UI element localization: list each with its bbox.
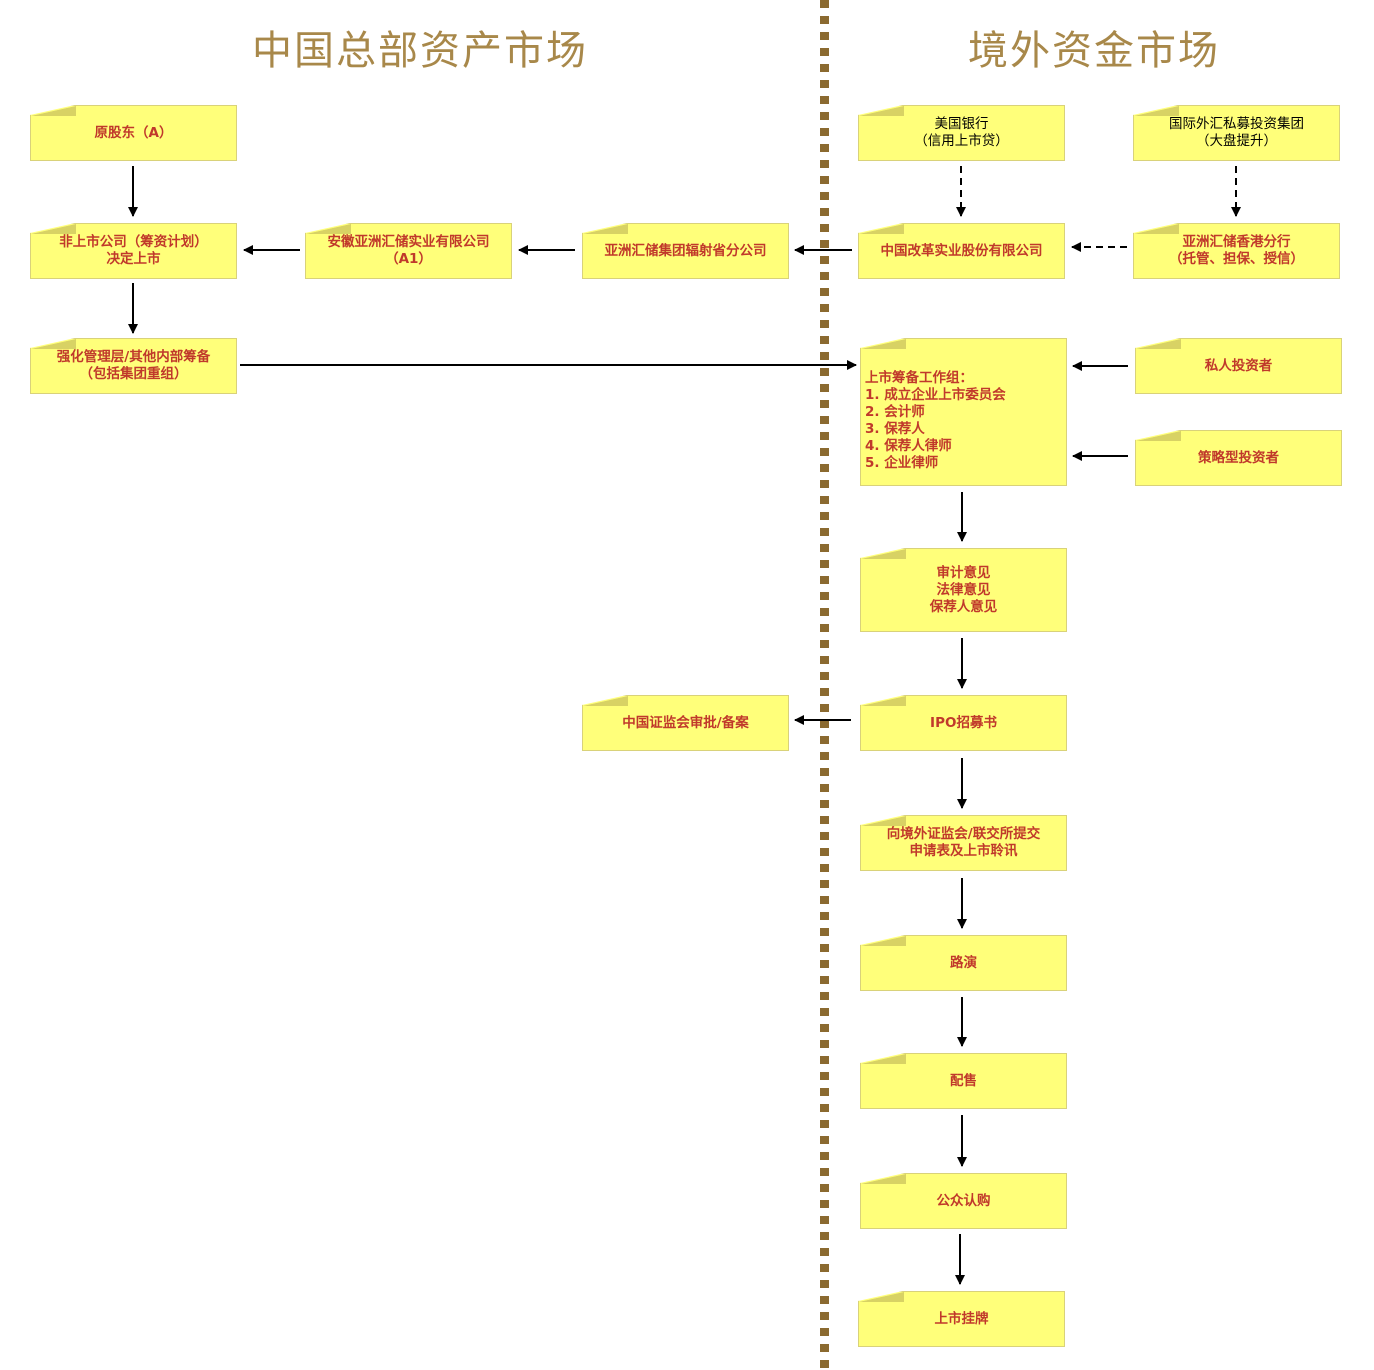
node-asia-branch: 亚洲汇储集团辐射省分公司 — [582, 223, 789, 279]
heading-overseas-capital-market: 境外资金市场 — [968, 28, 1220, 74]
node-anhui-company: 安徽亚洲汇储实业有限公司（A1） — [305, 223, 512, 279]
note-line: （A1） — [385, 251, 432, 267]
node-submit-application: 向境外证监会/联交所提交申请表及上市聆讯 — [860, 815, 1067, 871]
note-line: 美国银行 — [934, 116, 989, 132]
note-line: IPO招募书 — [930, 714, 997, 731]
note-line: 亚洲汇储香港分行 — [1182, 234, 1291, 250]
node-bank-of-america: 美国银行（信用上市贷） — [858, 105, 1065, 161]
node-public-subscription: 公众认购 — [860, 1173, 1067, 1229]
note-line: 中国证监会审批/备案 — [622, 714, 749, 731]
node-unlisted-company: 非上市公司（筹资计划）决定上市 — [30, 223, 237, 279]
node-hk-branch: 亚洲汇储香港分行（托管、担保、授信） — [1133, 223, 1340, 279]
node-strengthen-management: 强化管理层/其他内部筹备（包括集团重组） — [30, 338, 237, 394]
note-line: 2. 会计师 — [865, 404, 925, 420]
note-line: 强化管理层/其他内部筹备 — [56, 349, 211, 365]
node-listing: 上市挂牌 — [858, 1291, 1065, 1347]
node-ipo-prospectus: IPO招募书 — [860, 695, 1067, 751]
note-line: 公众认购 — [936, 1192, 991, 1209]
note-line: （信用上市贷） — [914, 133, 1009, 149]
note-line: （包括集团重组） — [79, 366, 188, 382]
node-strategic-investors: 策略型投资者 — [1135, 430, 1342, 486]
note-line: 决定上市 — [106, 251, 161, 267]
node-orig-shareholder: 原股东（A） — [30, 105, 237, 161]
node-china-reform: 中国改革实业股份有限公司 — [858, 223, 1065, 279]
heading-china-hq-asset-market: 中国总部资产市场 — [252, 28, 588, 74]
note-line: （托管、担保、授信） — [1169, 251, 1304, 267]
note-line: 保荐人意见 — [929, 598, 998, 615]
node-opinions: 审计意见法律意见保荐人意见 — [860, 548, 1067, 632]
node-roadshow: 路演 — [860, 935, 1067, 991]
node-csrc-approval: 中国证监会审批/备案 — [582, 695, 789, 751]
note-line: 向境外证监会/联交所提交 — [886, 826, 1041, 842]
note-line: 亚洲汇储集团辐射省分公司 — [604, 242, 767, 259]
note-line: 5. 企业律师 — [865, 455, 939, 471]
note-line: （大盘提升） — [1196, 133, 1277, 149]
note-line: 审计意见 — [936, 564, 991, 581]
note-line: 策略型投资者 — [1198, 449, 1279, 466]
market-divider — [820, 0, 829, 1370]
node-placement: 配售 — [860, 1053, 1067, 1109]
note-line: 上市挂牌 — [934, 1310, 989, 1327]
note-line: 私人投资者 — [1204, 357, 1273, 374]
note-line: 4. 保荐人律师 — [865, 438, 952, 454]
note-line: 路演 — [950, 954, 977, 971]
note-line: 配售 — [950, 1072, 977, 1089]
note-line: 法律意见 — [936, 581, 991, 598]
note-line: 申请表及上市聆讯 — [909, 843, 1018, 859]
note-line: 中国改革实业股份有限公司 — [880, 242, 1043, 259]
note-line: 国际外汇私募投资集团 — [1169, 116, 1304, 132]
note-line: 上市筹备工作组： — [865, 370, 973, 386]
note-line: 安徽亚洲汇储实业有限公司 — [327, 234, 490, 250]
note-line: 3. 保荐人 — [865, 421, 925, 437]
node-intl-fx-group: 国际外汇私募投资集团（大盘提升） — [1133, 105, 1340, 161]
note-line: 原股东（A） — [94, 124, 173, 141]
note-line: 1. 成立企业上市委员会 — [865, 387, 1006, 403]
note-line: 非上市公司（筹资计划） — [59, 234, 208, 250]
node-private-investors: 私人投资者 — [1135, 338, 1342, 394]
